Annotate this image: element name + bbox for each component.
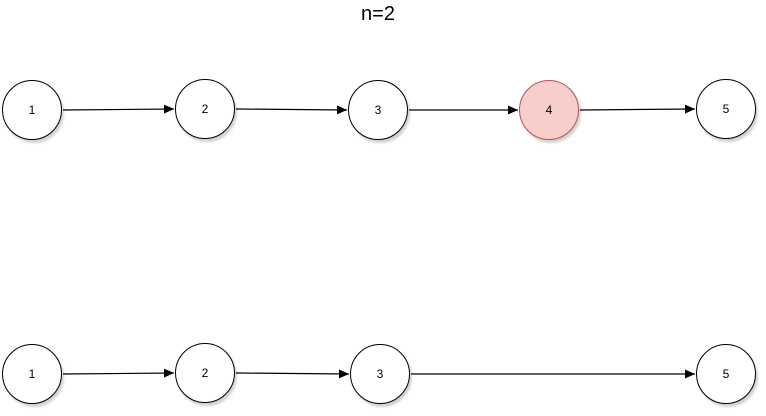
node-bottom-1: 1 (2, 344, 62, 404)
node-label: 2 (201, 366, 209, 380)
node-label: 1 (28, 367, 36, 381)
edge-bottom-1-2 (62, 368, 175, 378)
edge-bottom-2-3 (235, 369, 350, 379)
edge-top-4-5 (579, 104, 696, 114)
node-label: 2 (201, 102, 209, 116)
node-bottom-3: 3 (350, 344, 410, 404)
node-top-3: 3 (348, 80, 408, 140)
node-top-4-highlighted: 4 (519, 80, 579, 140)
node-label: 4 (545, 103, 553, 117)
node-label: 5 (722, 367, 730, 381)
node-label: 5 (722, 102, 730, 116)
edge-top-1-2 (62, 104, 175, 114)
node-label: 3 (376, 367, 384, 381)
node-top-1: 1 (2, 80, 62, 140)
node-label: 3 (374, 103, 382, 117)
node-bottom-5: 5 (696, 344, 756, 404)
node-top-2: 2 (175, 79, 235, 139)
node-top-5: 5 (696, 79, 756, 139)
node-bottom-2: 2 (175, 343, 235, 403)
diagram-title: n=2 (361, 3, 395, 25)
edge-top-2-3 (235, 105, 348, 115)
node-label: 1 (28, 103, 36, 117)
